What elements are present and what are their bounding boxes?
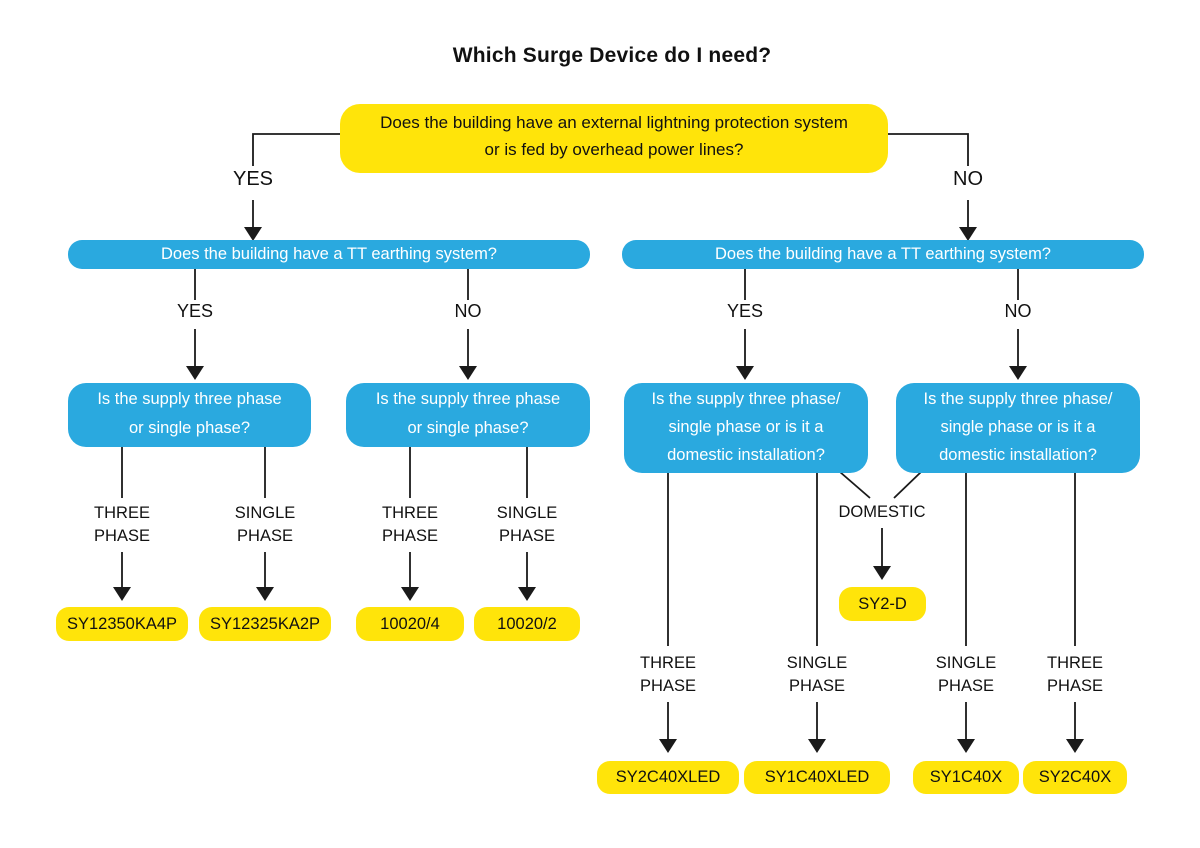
left-no-three-phase-label: THREE PHASE [365,502,455,548]
supply-question-left-yes-node: Is the supply three phase or single phas… [68,383,311,447]
supply-question-right-no-node: Is the supply three phase/ single phase … [896,383,1140,473]
left-yes-label: YES [176,301,214,321]
question-line: Is the supply three phase/ [923,390,1113,408]
root-no-label: NO [953,168,983,190]
root-question-node: Does the building have an external light… [340,104,888,173]
question-line: Is the supply three phase [97,390,282,408]
right-yes-label: YES [726,301,764,321]
product-node-sy1c40xled: SY1C40XLED [744,761,890,794]
right-yes-single-phase-label: SINGLE PHASE [772,652,862,698]
product-node-sy1c40x: SY1C40X [913,761,1019,794]
question-line: or single phase? [128,419,251,437]
question-line: or single phase? [407,419,529,437]
label-line: THREE [640,654,696,672]
root-question-line2: or is fed by overhead power lines? [484,140,744,159]
question-line: single phase or is it a [940,418,1096,436]
right-no-label: NO [1004,301,1032,321]
label-line: PHASE [938,677,994,695]
product-node-sy2c40x: SY2C40X [1023,761,1127,794]
label-line: SINGLE [935,654,997,672]
connector-level2 [194,269,1019,367]
page-title: Which Surge Device do I need? [452,44,772,67]
label-line: SINGLE [786,654,848,672]
tt-question-left-node: Does the building have a TT earthing sys… [68,240,590,269]
label-line: PHASE [789,677,845,695]
left-no-label: NO [454,301,482,321]
domestic-label: DOMESTIC [838,503,926,521]
right-no-single-phase-label: SINGLE PHASE [921,652,1011,698]
connector-left-outcomes [121,445,528,588]
question-line: domestic installation? [667,446,825,464]
supply-question-right-yes-node: Is the supply three phase/ single phase … [624,383,868,473]
root-question-line1: Does the building have an external light… [380,113,848,132]
right-yes-three-phase-label: THREE PHASE [623,652,713,698]
supply-question-left-no-node: Is the supply three phase or single phas… [346,383,590,447]
product-node-sy12325ka2p: SY12325KA2P [199,607,331,641]
product-node-10020-2: 10020/2 [474,607,580,641]
left-yes-single-phase-label: SINGLE PHASE [220,502,310,548]
label-line: THREE [382,504,438,522]
label-line: PHASE [237,527,293,545]
question-line: domestic installation? [939,446,1097,464]
label-line: PHASE [499,527,555,545]
product-node-10020-4: 10020/4 [356,607,464,641]
label-line: THREE [1047,654,1103,672]
label-line: THREE [94,504,150,522]
label-line: SINGLE [496,504,558,522]
right-no-three-phase-label: THREE PHASE [1030,652,1120,698]
label-line: PHASE [640,677,696,695]
left-no-single-phase-label: SINGLE PHASE [482,502,572,548]
question-line: Is the supply three phase [375,390,561,408]
question-line: Is the supply three phase/ [651,390,841,408]
product-node-sy2c40xled: SY2C40XLED [597,761,739,794]
left-yes-three-phase-label: THREE PHASE [77,502,167,548]
label-line: PHASE [1047,677,1103,695]
label-line: PHASE [94,527,150,545]
question-line: single phase or is it a [668,418,824,436]
product-node-sy2-d: SY2-D [839,587,926,621]
product-node-sy12350ka4p: SY12350KA4P [56,607,188,641]
root-yes-label: YES [232,168,274,190]
label-line: SINGLE [234,504,296,522]
label-line: PHASE [382,527,438,545]
tt-question-right-node: Does the building have a TT earthing sys… [622,240,1144,269]
